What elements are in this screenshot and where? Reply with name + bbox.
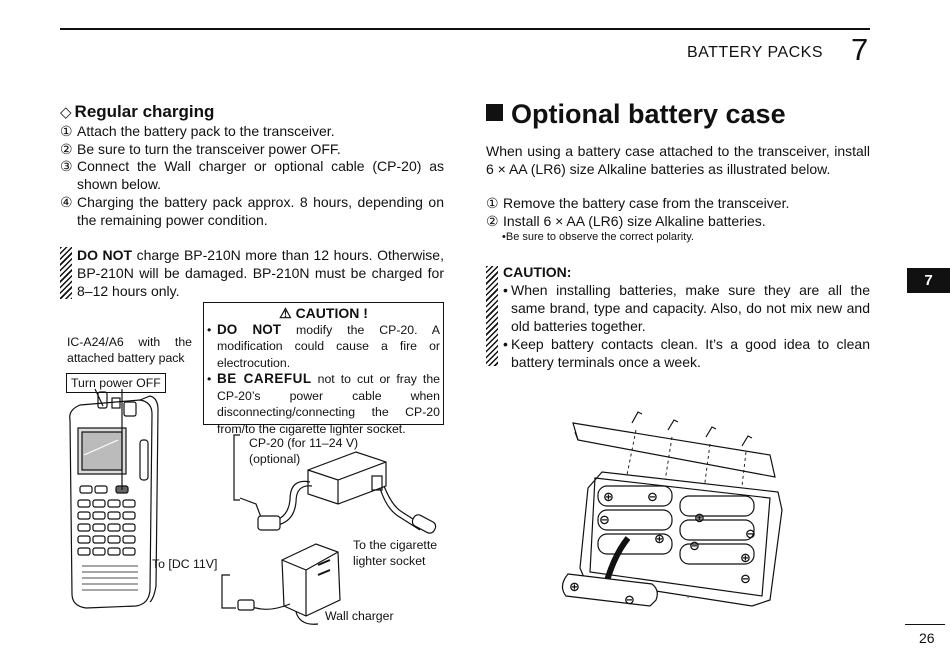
step-text: Charging the battery pack approx. 8 hour… [77, 193, 444, 228]
section-title: ◇Regular charging [60, 102, 214, 122]
battery-caution: CAUTION: •When installing batteries, mak… [486, 263, 870, 371]
svg-text:⊖: ⊖ [740, 572, 751, 587]
svg-text:⊖: ⊖ [689, 539, 700, 554]
power-off-label: Turn power OFF [66, 373, 166, 393]
caution-item: •Keep battery contacts clean. It’s a goo… [503, 336, 870, 370]
caution-hatch [486, 266, 498, 366]
step-text: Connect the Wall charger or optional cab… [77, 158, 444, 193]
svg-text:⊕: ⊕ [569, 580, 580, 595]
page-title: Optional battery case [486, 99, 786, 130]
warning-triangle-icon: ⚠ [279, 305, 292, 321]
intro-text: When using a battery case attached to th… [486, 143, 870, 177]
cigarette-label: To the cigarette lighter socket [353, 538, 438, 568]
svg-text:⊕: ⊕ [603, 490, 614, 505]
step-number: ② [486, 213, 499, 229]
svg-text:⊖: ⊖ [745, 527, 756, 542]
polarity-note: •Be sure to observe the correct polarity… [502, 231, 694, 243]
step-text: Be sure to turn the transceiver power OF… [77, 140, 341, 157]
svg-text:⊕: ⊕ [740, 551, 751, 566]
dc-label: To [DC 11V] [152, 557, 218, 571]
caution-title: ⚠ CAUTION ! [204, 305, 443, 322]
header-rule [60, 28, 870, 30]
svg-text:⊕: ⊕ [654, 532, 665, 547]
square-bullet-icon [486, 104, 503, 121]
page-number-rule [905, 624, 945, 625]
warning-text: charge BP-210N more than 12 hours. Other… [77, 247, 444, 299]
svg-text:⊕: ⊕ [694, 511, 705, 526]
caution-text: When installing batteries, make sure the… [511, 282, 870, 334]
chapter-number: 7 [851, 32, 869, 67]
step-number: ④ [60, 193, 73, 210]
wall-charger-label: Wall charger [325, 609, 394, 623]
step-number: ① [486, 195, 499, 211]
section-title-text: Regular charging [74, 102, 215, 121]
step-text: Remove the battery case from the transce… [503, 195, 790, 211]
page-title-text: Optional battery case [511, 99, 786, 129]
header-title: BATTERY PACKS [687, 44, 824, 61]
step-text: Attach the battery pack to the transceiv… [77, 123, 335, 139]
caution-text: not to cut or fray the CP-20’s power cab… [217, 372, 441, 436]
caution-text: modify the CP-20. A modification could c… [217, 322, 440, 370]
radio-label: IC-A24/A6 with the attached battery pack [67, 335, 192, 365]
caution-title: CAUTION: [503, 264, 572, 280]
warning-note: DO NOT charge BP-210N more than 12 hours… [60, 246, 444, 300]
svg-text:⊖: ⊖ [647, 490, 658, 505]
warning-bold: DO NOT [77, 247, 133, 263]
diamond-icon: ◇ [60, 104, 72, 121]
caution-item: •When installing batteries, make sure th… [503, 282, 870, 334]
svg-text:⊖: ⊖ [599, 513, 610, 528]
caution-item: •BE CAREFUL not to cut or fray the CP-20… [207, 371, 441, 436]
caution-text: Keep battery contacts clean. It’s a good… [511, 336, 870, 370]
warning-hatch [60, 247, 72, 299]
svg-text:⊖: ⊖ [624, 593, 635, 608]
step-number: ① [60, 123, 73, 139]
step-number: ③ [60, 158, 73, 175]
caution-item: •DO NOT modify the CP-20. A modification… [207, 321, 440, 370]
caution-bold: DO NOT [217, 321, 282, 337]
step-text: Install 6 × AA (LR6) size Alkaline batte… [503, 213, 766, 229]
caution-bold: BE CAREFUL [217, 371, 312, 386]
caution-title-text: CAUTION ! [295, 305, 368, 321]
chapter-tab: 7 [907, 268, 950, 293]
caution-box: ⚠ CAUTION ! •DO NOT modify the CP-20. A … [203, 302, 444, 436]
page-number: 26 [919, 630, 935, 646]
step-number: ② [60, 140, 73, 157]
cp20-label: CP-20 (for 11–24 V) (optional) [249, 436, 359, 466]
